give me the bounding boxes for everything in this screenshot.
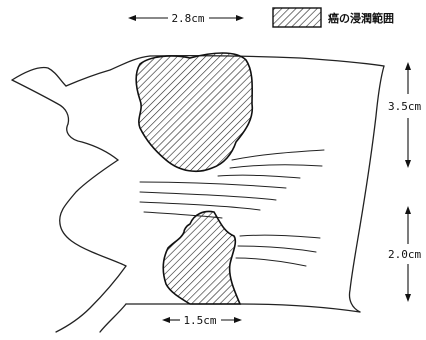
legend: 癌の浸潤範囲 [273, 8, 394, 27]
top-width-dimension: 2.8cm [128, 12, 244, 25]
upper-height-dimension: 3.5cm [388, 62, 421, 168]
lower-height-label: 2.0cm [388, 248, 421, 261]
upper-height-label: 3.5cm [388, 100, 421, 113]
legend-label: 癌の浸潤範囲 [328, 11, 394, 25]
bottom-width-dimension: 1.5cm [162, 314, 242, 327]
top-width-label: 2.8cm [171, 12, 204, 25]
legend-hatch-swatch [273, 8, 321, 27]
lower-invasion-area [163, 212, 240, 305]
bottom-width-label: 1.5cm [183, 314, 216, 327]
lower-height-dimension: 2.0cm [388, 206, 421, 302]
upper-invasion-area [136, 53, 252, 171]
